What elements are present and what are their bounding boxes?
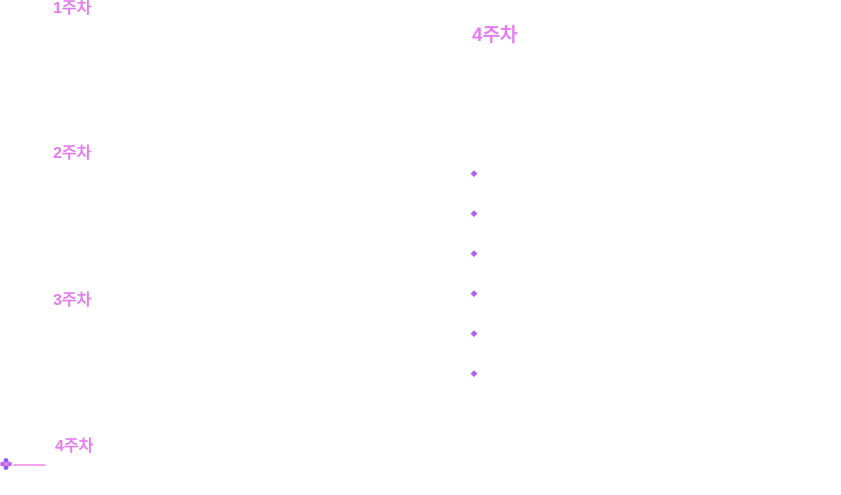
sparkle-flower-icon	[0, 458, 12, 470]
heading-week3: 3주차	[53, 292, 92, 309]
bullet-diamond-icon: ◆	[470, 287, 478, 298]
heading-week4-top: 4주차	[472, 25, 518, 46]
heading-week4-bottom: 4주차	[55, 438, 94, 455]
bullet-diamond-icon: ◆	[470, 207, 478, 218]
sparkle-center	[4, 462, 8, 466]
heading-week2: 2주차	[53, 145, 92, 162]
bullet-diamond-icon: ◆	[470, 167, 478, 178]
bullet-diamond-icon: ◆	[470, 327, 478, 338]
sparkle-petal-bottom	[3, 465, 9, 470]
sparkle-petal-left	[0, 461, 5, 467]
bullet-diamond-icon: ◆	[470, 367, 478, 378]
bullet-list: ◆ ◆ ◆ ◆ ◆ ◆	[468, 153, 480, 393]
decorative-line	[13, 464, 46, 466]
sparkle-petal-right	[7, 461, 12, 467]
bullet-diamond-icon: ◆	[470, 247, 478, 258]
heading-week1: 1주차	[53, 0, 92, 17]
sparkle-petal-top	[3, 458, 9, 463]
